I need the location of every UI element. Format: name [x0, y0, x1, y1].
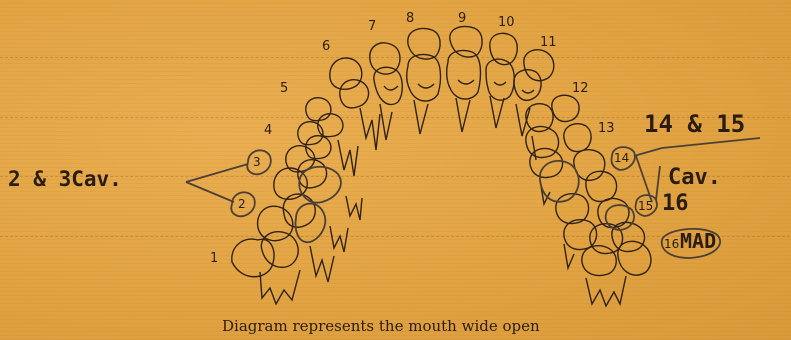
tooth-number: 13 [598, 121, 615, 136]
diagram-caption: Diagram represents the mouth wide open [222, 317, 540, 335]
tooth-number: 10 [498, 15, 515, 30]
note-right-teeth: 14 & 15 [644, 110, 745, 138]
circled-number: 2 [238, 197, 246, 211]
tooth-number: 12 [572, 81, 589, 96]
note-left-cavities: 2 & 3Cav. [8, 167, 122, 191]
tooth-number: 8 [406, 11, 414, 26]
circled-number: 3 [253, 155, 261, 169]
left-molars [232, 58, 380, 304]
typed-notes: 2 & 3Cav. 14 & 15 Cav. 16 MAD [8, 110, 745, 253]
tooth-numbers: 1 4 5 6 7 8 9 10 11 12 13 [210, 11, 615, 266]
dental-arch [232, 27, 651, 307]
tooth-number: 4 [264, 123, 272, 138]
circled-number: 14 [614, 151, 629, 165]
tooth-number: 7 [368, 19, 376, 34]
tooth-number: 11 [540, 35, 557, 50]
note-right-16: 16 [662, 191, 689, 216]
tooth-number: 6 [322, 39, 330, 54]
front-teeth [370, 27, 541, 141]
note-right-mad: MAD [680, 229, 716, 253]
circled-number: 16 [664, 237, 679, 251]
tooth-number: 9 [458, 11, 466, 26]
note-right-cav: Cav. [668, 165, 721, 190]
tooth-number: 5 [280, 81, 288, 96]
circled-number: 15 [638, 199, 653, 213]
tooth-number: 1 [210, 251, 218, 266]
